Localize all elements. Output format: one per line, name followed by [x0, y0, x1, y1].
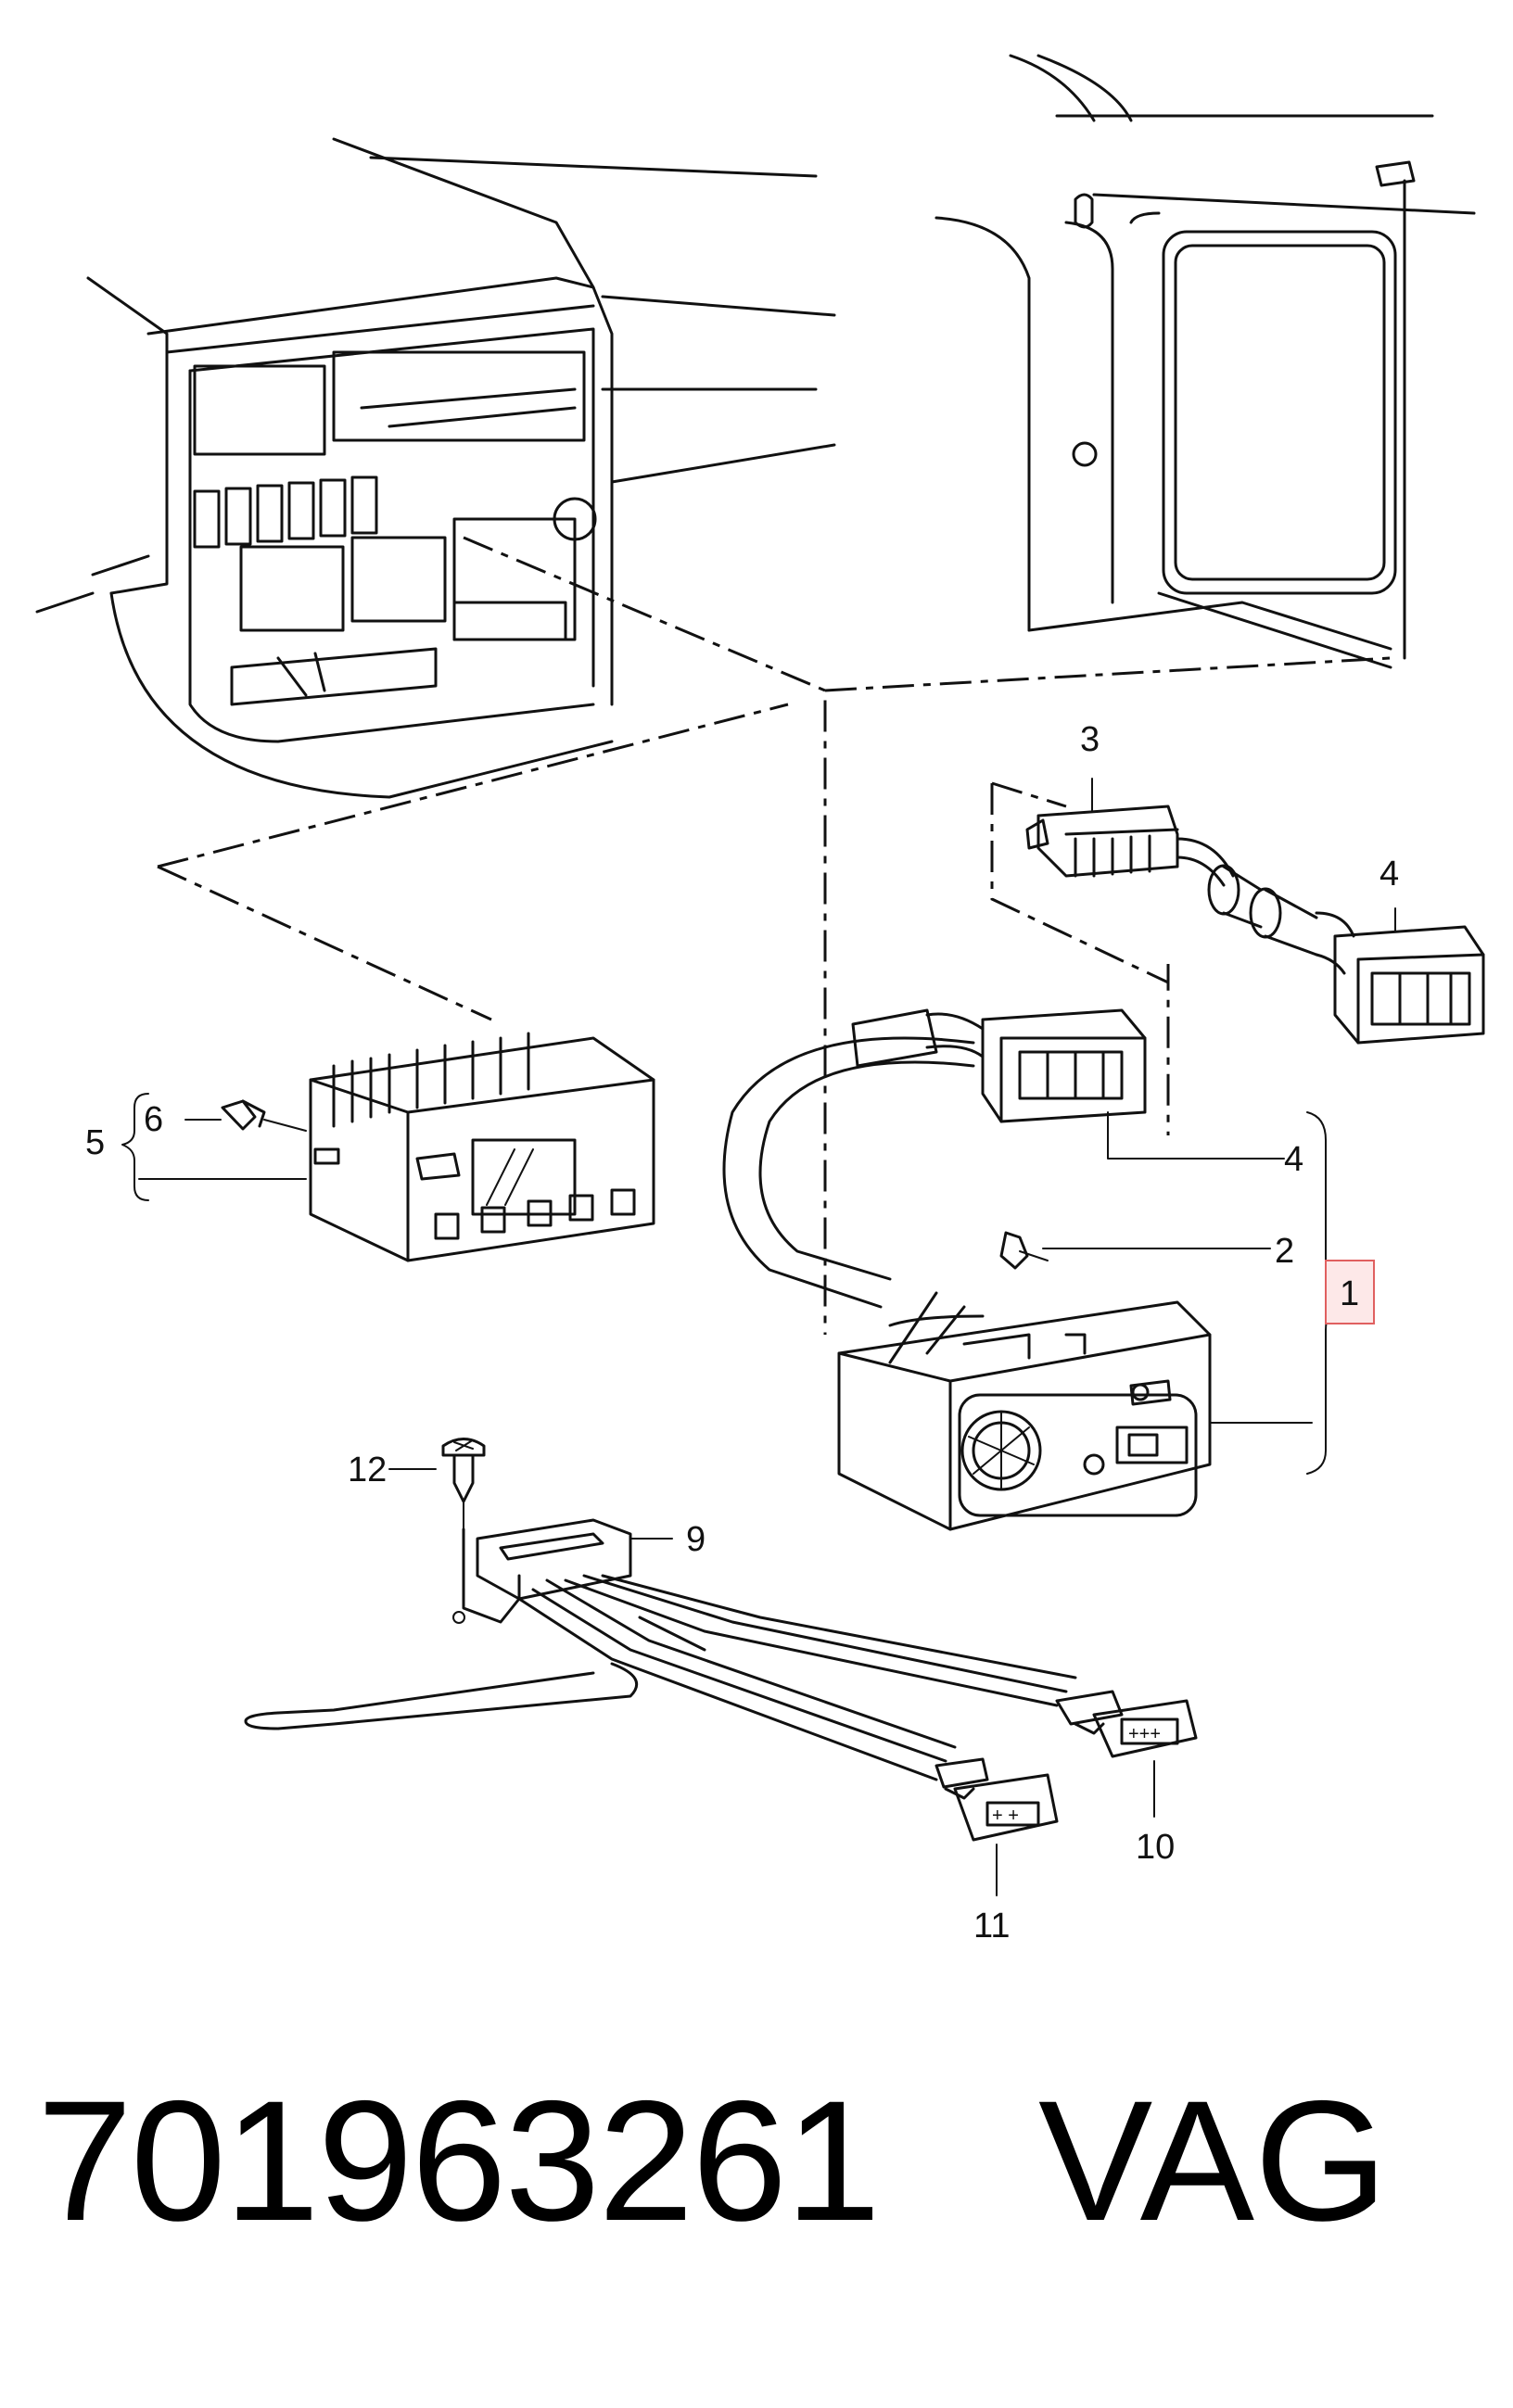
- callout-4-upper: 4: [1380, 855, 1399, 893]
- svg-text:+++: +++: [1128, 1724, 1161, 1744]
- connector-4-lower: [981, 1008, 1285, 1160]
- fan-control-1: [837, 1291, 1313, 1531]
- wire-harness: [244, 1574, 1077, 1781]
- highlight-box-1: [1325, 1260, 1375, 1324]
- connector-11: + +: [934, 1757, 1059, 1896]
- part-number: 701963261: [37, 2066, 881, 2257]
- screw-12: [388, 1438, 486, 1530]
- bulb-2: [999, 1231, 1271, 1270]
- callout-11: 11: [973, 1907, 1010, 1945]
- connector-4-upper: [1333, 907, 1485, 1045]
- callout-4-lower: 4: [1284, 1140, 1303, 1179]
- brand-name: VAG: [1038, 2066, 1388, 2257]
- cable-loop: [722, 1008, 985, 1309]
- dashboard-panel: [35, 137, 836, 799]
- bulb-6: [221, 1099, 307, 1132]
- connector-3: [1025, 778, 1355, 975]
- relay-9: [452, 1518, 673, 1624]
- connector-10: +++: [1055, 1690, 1198, 1818]
- callout-3: 3: [1080, 720, 1100, 759]
- control-unit-5: [309, 1032, 655, 1262]
- callout-1: 1: [1340, 1274, 1359, 1313]
- callout-2: 2: [1275, 1232, 1294, 1271]
- callout-9: 9: [686, 1520, 706, 1559]
- callout-10: 10: [1136, 1828, 1175, 1867]
- callout-5: 5: [85, 1123, 105, 1162]
- svg-text:+ +: + +: [992, 1806, 1019, 1826]
- callout-6: 6: [144, 1100, 163, 1139]
- assembly-lines: [157, 536, 1392, 1335]
- door-panel: [934, 54, 1476, 669]
- bracket-5: [121, 1093, 307, 1201]
- callout-12: 12: [348, 1451, 387, 1489]
